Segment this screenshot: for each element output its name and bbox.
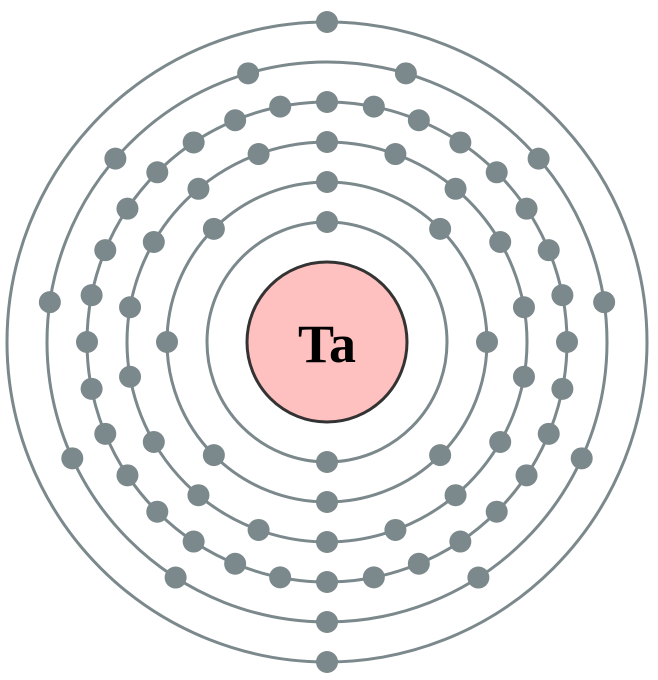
electron-shell-5 <box>237 62 260 85</box>
electron-shell-4 <box>551 284 574 307</box>
electron-shell-4 <box>515 464 538 487</box>
electron-shell-4 <box>449 131 472 154</box>
electron-shell-3 <box>119 365 142 388</box>
electron-shell-3 <box>316 531 338 553</box>
electron-shell-5 <box>527 147 550 170</box>
electron-shell-3 <box>384 143 407 166</box>
electron-shell-4 <box>537 239 560 262</box>
electron-shell-4 <box>182 530 205 553</box>
electron-shell-1 <box>316 211 338 233</box>
electron-shell-4 <box>556 331 578 353</box>
electron-shell-3 <box>247 518 270 541</box>
electron-shell-3 <box>187 177 210 200</box>
electron-shell-5 <box>394 62 417 85</box>
electron-shell-6 <box>316 651 338 673</box>
electron-shell-4 <box>551 377 574 400</box>
electron-shell-4 <box>269 95 292 118</box>
electron-shell-4 <box>269 566 292 589</box>
electron-shell-4 <box>449 530 472 553</box>
electron-shell-2 <box>316 171 338 193</box>
electron-shell-3 <box>512 296 535 319</box>
electron-shell-2 <box>202 444 225 467</box>
electron-shell-2 <box>476 331 498 353</box>
electron-shell-5 <box>61 447 84 470</box>
electron-shell-3 <box>142 231 165 253</box>
electron-shell-2 <box>156 331 178 353</box>
electron-shell-5 <box>38 291 61 314</box>
electron-shell-4 <box>116 197 139 220</box>
electron-shell-3 <box>119 296 142 319</box>
electron-shell-4 <box>146 500 169 523</box>
electron-shell-2 <box>316 491 338 513</box>
electron-shell-4 <box>94 422 117 445</box>
electron-shell-3 <box>316 131 338 153</box>
electron-shell-4 <box>485 500 508 523</box>
electron-shell-5 <box>104 147 127 170</box>
electron-shell-4 <box>80 284 103 307</box>
electron-shell-5 <box>316 611 338 633</box>
electron-shell-4 <box>485 161 508 184</box>
electron-shell-3 <box>384 518 407 541</box>
electron-shell-4 <box>146 161 169 184</box>
electron-shell-4 <box>116 464 139 487</box>
electron-shell-6 <box>316 11 338 33</box>
electron-shell-4 <box>362 566 385 589</box>
electron-shell-3 <box>512 365 535 388</box>
electron-shell-3 <box>489 431 512 453</box>
element-symbol: Ta <box>298 314 356 374</box>
electron-shell-4 <box>362 95 385 118</box>
electron-shell-5 <box>593 291 616 314</box>
electron-shell-4 <box>94 239 117 262</box>
electrons <box>38 11 616 673</box>
electron-shell-3 <box>444 484 467 507</box>
electron-shell-5 <box>467 566 490 589</box>
electron-shell-1 <box>316 451 338 473</box>
electron-shell-2 <box>429 444 452 467</box>
electron-shell-4 <box>316 571 338 593</box>
electron-shell-3 <box>142 431 165 453</box>
nucleus <box>245 260 409 424</box>
electron-shell-4 <box>224 109 247 132</box>
electron-shell-2 <box>202 217 225 240</box>
electron-shell-3 <box>444 177 467 200</box>
electron-shell-4 <box>407 109 430 132</box>
electron-shell-2 <box>429 217 452 240</box>
electron-shell-4 <box>515 197 538 220</box>
electron-shell-4 <box>182 131 205 154</box>
electron-shell-3 <box>489 231 512 253</box>
electron-shell-5 <box>570 447 593 470</box>
electron-shell-4 <box>76 331 98 353</box>
electron-shell-4 <box>407 552 430 575</box>
electron-shell-3 <box>247 143 270 166</box>
electron-shell-4 <box>80 377 103 400</box>
electron-shell-3 <box>187 484 210 507</box>
electron-shell-4 <box>316 91 338 113</box>
electron-shell-4 <box>537 422 560 445</box>
electron-shell-5 <box>164 566 187 589</box>
electron-shell-4 <box>224 552 247 575</box>
